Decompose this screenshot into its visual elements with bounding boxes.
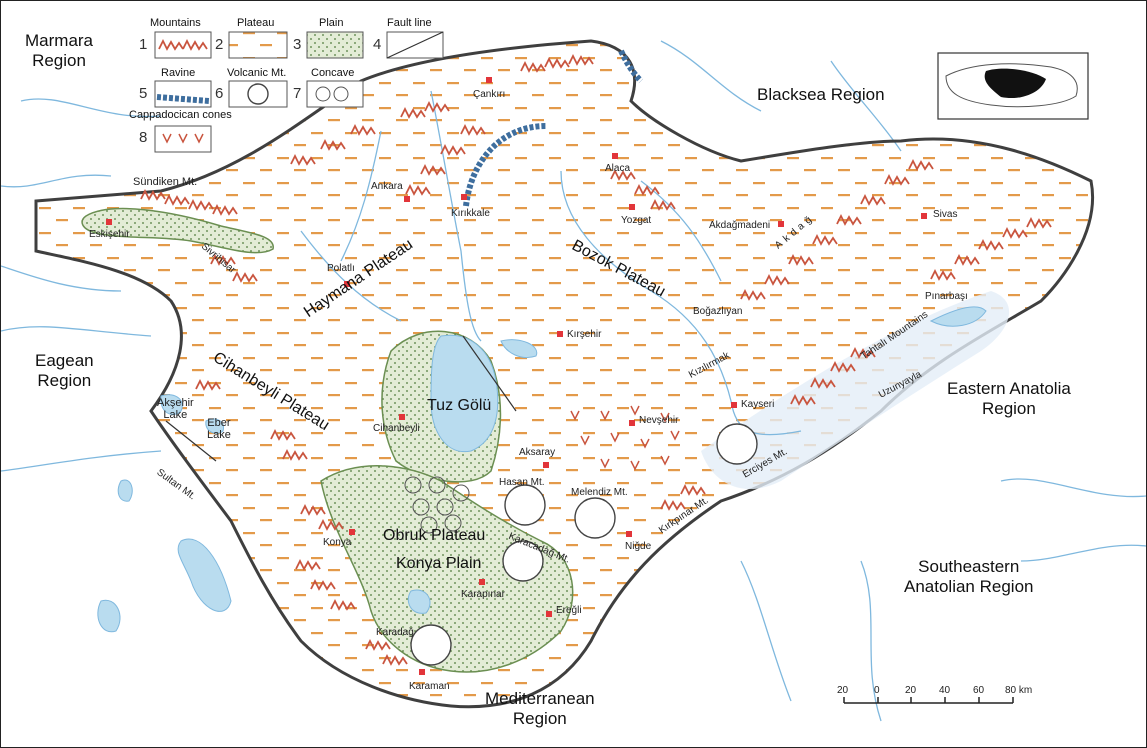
- city-bogazliyan: Boğazlıyan: [693, 306, 743, 317]
- city-sivas: Sivas: [933, 209, 958, 220]
- region-southeastern: Southeastern Anatolian Region: [904, 557, 1034, 596]
- eber-lake: [205, 418, 225, 434]
- city-karapinar: Karapınar: [461, 589, 505, 600]
- legend-num-4: 4: [373, 36, 382, 53]
- city-polatli: Polatlı: [327, 263, 355, 274]
- label-obruk-plateau: Obruk Plateau: [383, 527, 486, 544]
- fault-lines: [165, 335, 517, 462]
- rivers: [1, 40, 1146, 722]
- legend-num-2: 2: [215, 36, 224, 53]
- label-aksehir-lake: Akşehir Lake: [157, 397, 194, 421]
- legend-plain-label: Plain: [319, 17, 344, 29]
- city-eregli: Ereğli: [556, 605, 582, 616]
- label-melendiz-mt: Melendiz Mt.: [571, 487, 628, 498]
- legend-num-8: 8: [139, 129, 148, 146]
- city-cankiri: Çankırı: [473, 89, 506, 100]
- scale-tick-3: 40: [939, 685, 951, 696]
- legend-mountains-label: Mountains: [150, 17, 201, 29]
- region-eagean: Eagean Region: [35, 351, 94, 390]
- legend-num-7: 7: [293, 85, 302, 102]
- city-kirsehir: Kırşehir: [567, 329, 602, 340]
- region-mediterranean: Mediterranean Region: [485, 689, 595, 728]
- city-karaman: Karaman: [409, 681, 450, 692]
- legend-num-1: 1: [139, 36, 148, 53]
- region-blacksea: Blacksea Region: [757, 85, 885, 104]
- eastern-lowland: [701, 291, 1010, 490]
- aksehir-lake: [160, 394, 183, 415]
- cappadocian-cones: [570, 405, 680, 471]
- label-sundiken-mt: Sündiken Mt.: [133, 176, 198, 188]
- legend-ravine-label: Ravine: [161, 67, 196, 79]
- region-eastern-anatolia: Eastern Anatolia Region: [947, 379, 1071, 418]
- city-alaca: Alaca: [605, 163, 631, 174]
- scale-tick-0: 20: [837, 685, 849, 696]
- region-marmara: Marmara Region: [25, 31, 94, 70]
- volcanic-symbols: [410, 423, 758, 666]
- city-konya: Konya: [323, 537, 352, 548]
- city-nevsehir: Nevşehir: [639, 415, 679, 426]
- legend-symbols: [154, 31, 444, 153]
- city-karadag: Karadağ: [376, 627, 414, 638]
- legend-num-6: 6: [215, 85, 224, 102]
- city-kirikkale: Kırıkkale: [451, 208, 490, 219]
- legend-num-3: 3: [293, 36, 302, 53]
- legend-volcanic-label: Volcanic Mt.: [227, 67, 287, 79]
- scale-tick-2: 20: [905, 685, 917, 696]
- tuz-golu-lake: [430, 334, 499, 453]
- label-tuz-golu: Tuz Gölü: [427, 397, 492, 414]
- label-eber-lake: Eber Lake: [207, 417, 231, 441]
- city-aksaray: Aksaray: [519, 447, 556, 458]
- city-ankara: Ankara: [371, 181, 403, 192]
- city-akdagmadeni: Akdağmadeni: [709, 220, 771, 231]
- scale-bar: [843, 697, 1014, 704]
- city-markers: [106, 77, 927, 675]
- city-pinarbasi: Pınarbaşı: [925, 291, 968, 302]
- label-hasan-mt: Hasan Mt.: [499, 477, 545, 488]
- concave-symbols: [404, 476, 470, 534]
- city-kayseri: Kayseri: [741, 399, 775, 410]
- legend-num-5: 5: [139, 85, 148, 102]
- lakes: [97, 306, 987, 633]
- scale-tick-5: 80 km: [1005, 685, 1033, 696]
- ravines: [463, 49, 644, 207]
- label-konya-plain: Konya Plain: [396, 555, 482, 572]
- legend-cones-label: Cappadocican cones: [129, 109, 232, 121]
- scale-tick-4: 60: [973, 685, 985, 696]
- inset-map: [937, 52, 1089, 120]
- konya-plain-area: [320, 465, 574, 673]
- legend-plateau-label: Plateau: [237, 17, 275, 29]
- scale-tick-1: 0: [874, 685, 880, 696]
- legend-fault-label: Fault line: [387, 17, 432, 29]
- city-eskisehir: Eskişehir: [89, 229, 130, 240]
- city-cihanbeyli: Cihanbeyli: [373, 423, 420, 434]
- eskisehir-plain: [81, 207, 274, 254]
- legend-concave-label: Concave: [311, 67, 355, 79]
- city-nigde: Niğde: [625, 541, 652, 552]
- city-yozgat: Yozgat: [621, 215, 652, 226]
